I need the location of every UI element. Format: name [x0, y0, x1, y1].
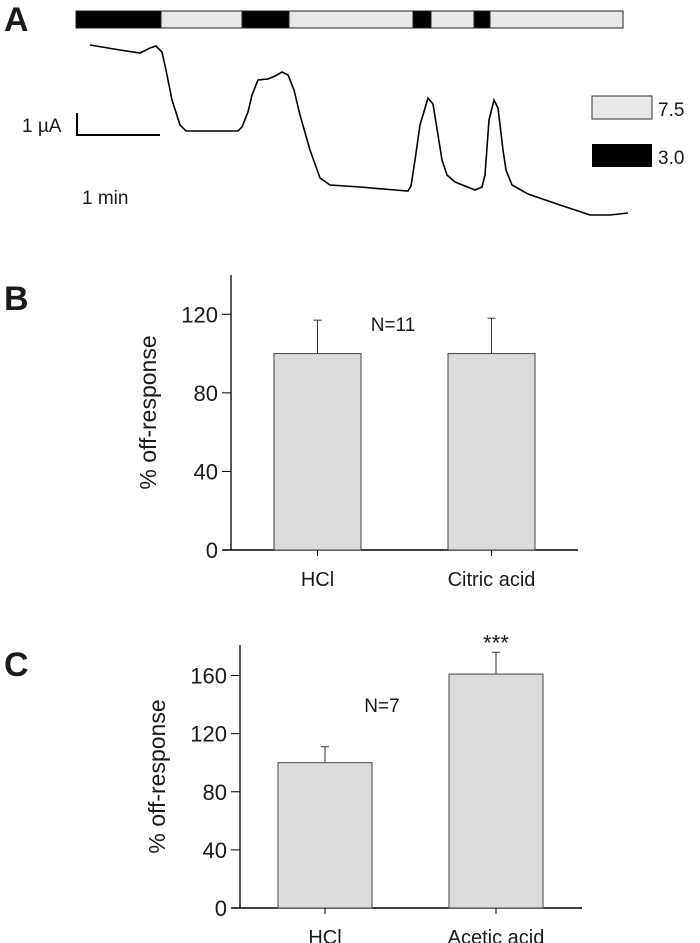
stimulus-segment-ph-3.0	[473, 10, 491, 29]
panel-a: A 1 µA 1 min 7.5 3.0	[4, 1, 684, 216]
legend-swatch-3.0	[592, 144, 652, 167]
y-tick-label: 120	[190, 722, 227, 747]
stimulus-segment-ph-7.5	[288, 10, 414, 29]
y-tick-label: 40	[194, 459, 218, 484]
y-tick-label: 160	[190, 664, 227, 689]
panel-letter: B	[4, 280, 29, 318]
legend-swatch-7.5	[591, 95, 653, 120]
scale-time-label: 1 min	[82, 188, 128, 209]
scale-bar	[76, 113, 160, 136]
y-tick-label: 0	[206, 538, 218, 563]
significance-marker: ***	[483, 630, 509, 655]
stimulus-segment-ph-3.0	[75, 10, 162, 29]
x-tick-label: HCl	[308, 927, 341, 943]
x-tick-label: Citric acid	[448, 569, 536, 591]
stimulus-segment-ph-3.0	[412, 10, 432, 29]
n-annotation: N=11	[371, 315, 416, 336]
y-axis-label: % off-response	[144, 699, 170, 853]
legend-label: 7.5	[658, 100, 684, 121]
y-tick-label: 80	[203, 780, 227, 805]
panel-letter: C	[4, 646, 29, 684]
stimulus-segment-ph-7.5	[160, 10, 243, 29]
legend-label: 3.0	[658, 148, 684, 169]
bar-acetic-acid	[448, 673, 544, 909]
bar-hcl	[277, 762, 373, 909]
stimulus-bar	[75, 10, 624, 29]
n-annotation: N=7	[364, 696, 399, 717]
panel-letter: A	[4, 1, 29, 39]
y-tick-label: 40	[203, 838, 227, 863]
y-axis-label: % off-response	[135, 335, 161, 489]
stimulus-segment-ph-7.5	[489, 10, 624, 29]
x-tick-label: Acetic acid	[448, 927, 545, 943]
bar-citric-acid	[447, 353, 536, 551]
stimulus-segment-ph-3.0	[241, 10, 290, 29]
current-trace	[89, 44, 629, 216]
stimulus-segment-ph-7.5	[430, 10, 475, 29]
legend: 7.5 3.0	[591, 95, 684, 169]
scale-current-label: 1 µA	[22, 116, 62, 137]
y-tick-label: 0	[215, 896, 227, 921]
y-tick-label: 80	[194, 381, 218, 406]
bar-hcl	[273, 353, 362, 551]
y-tick-label: 120	[181, 302, 218, 327]
x-tick-label: HCl	[301, 569, 334, 591]
